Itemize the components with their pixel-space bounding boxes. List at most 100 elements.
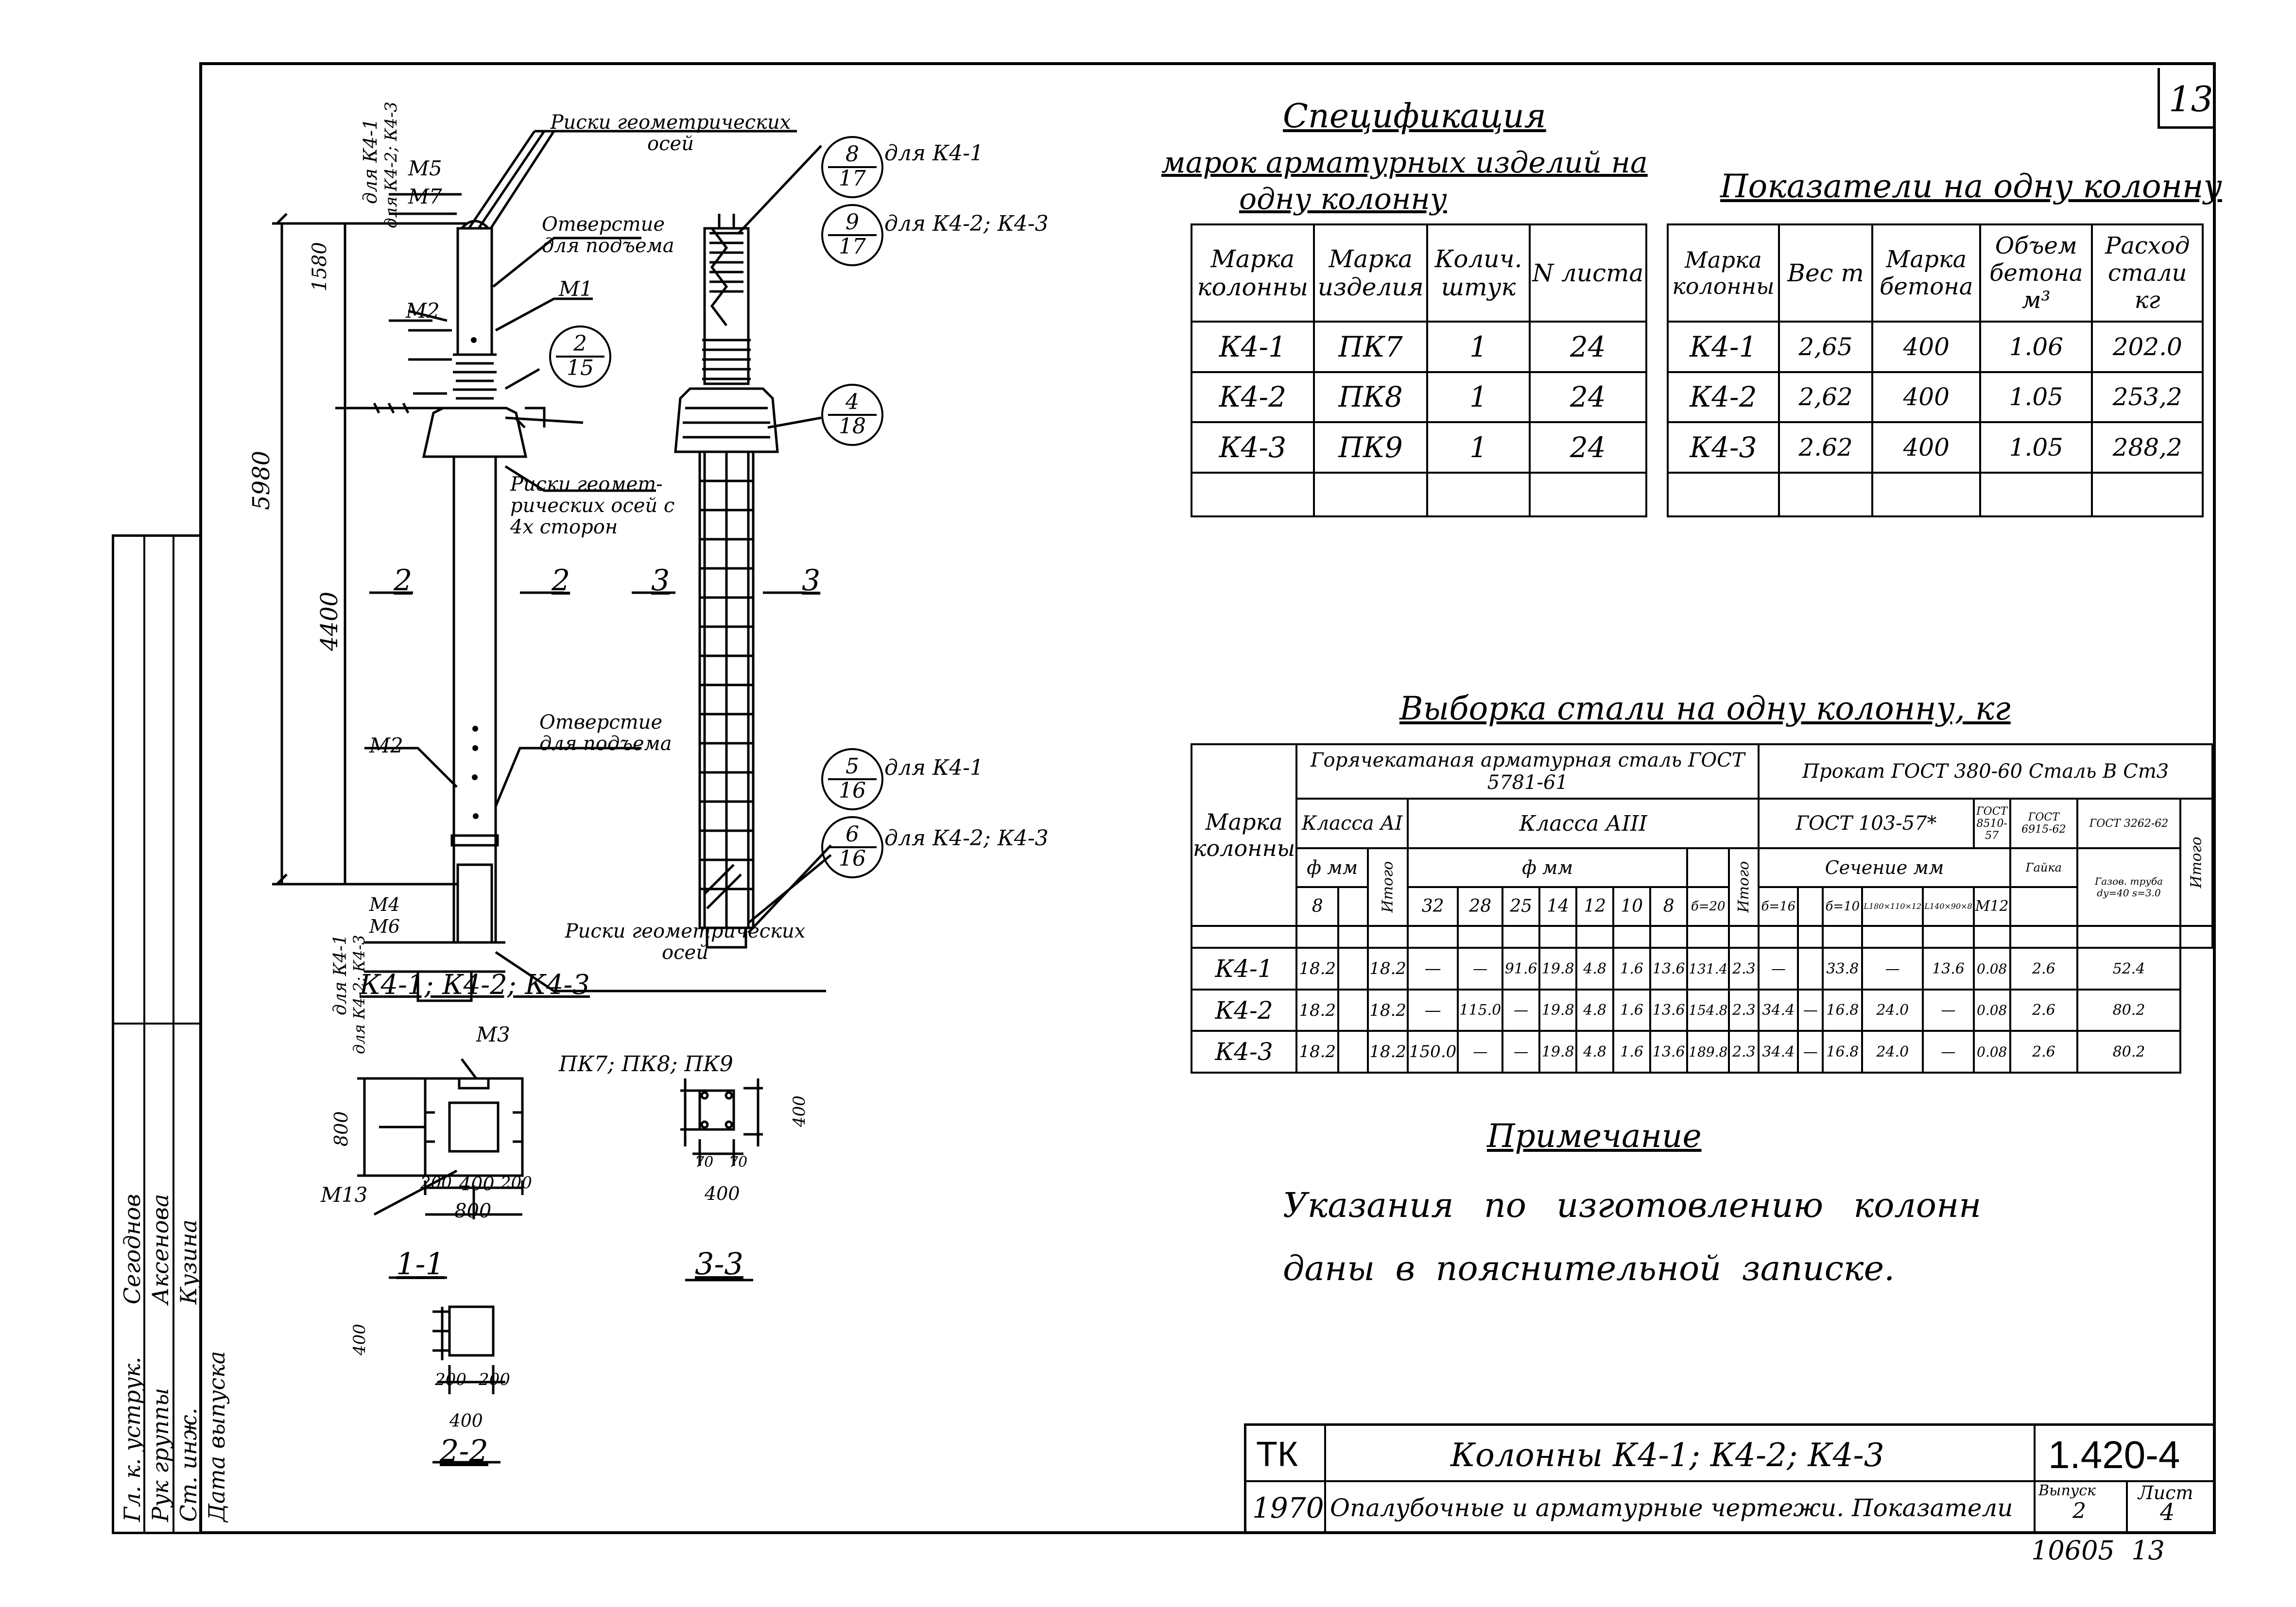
table-cell: — bbox=[1797, 1030, 1824, 1074]
table-cell: 2.6 bbox=[2009, 988, 2079, 1032]
dim-33-left: 70 bbox=[695, 1154, 714, 1171]
table-cell: К4-3 bbox=[1667, 421, 1780, 474]
stamp-names: Сегоднов Аксенова Кузина bbox=[118, 1042, 203, 1304]
steel-gaika-sub: М12 bbox=[1972, 886, 2011, 927]
table-cell: 18.2 bbox=[1367, 1030, 1409, 1074]
spec-subtitle-1: марок арматурных изделий на bbox=[1161, 146, 1648, 180]
table-cell: ПК9 bbox=[1312, 421, 1429, 474]
label-hole-top: Отверстие для подъема bbox=[542, 213, 674, 257]
table-row: К4-3 ПК9 1 24 bbox=[1191, 421, 1648, 474]
table-cell: 189.8 bbox=[1686, 1030, 1730, 1074]
callout-8-17: 8 17 bbox=[821, 136, 883, 198]
steel-truba: Газов. труба dy=40 s=3.0 bbox=[2076, 847, 2181, 927]
steel-phi-ai: ф мм bbox=[1295, 847, 1369, 889]
dim-4400: 4400 bbox=[316, 591, 343, 651]
dim-11-left: 200 bbox=[420, 1173, 452, 1193]
steel-sub: L180×110×12 bbox=[1861, 886, 1924, 927]
table-cell: К4-2 bbox=[1667, 371, 1780, 424]
cut-mark: 2 bbox=[394, 564, 413, 598]
table-cell: К4-1 bbox=[1190, 947, 1298, 991]
table-cell: 4.8 bbox=[1575, 988, 1615, 1032]
steel-phi-aiii: ф мм bbox=[1406, 847, 1689, 889]
for-k41-bot: для К4-1 bbox=[330, 934, 350, 1015]
section-2-2: 2-2 bbox=[440, 1433, 488, 1469]
steel-sub: 14 bbox=[1538, 886, 1578, 927]
tb-sheet: 4 bbox=[2160, 1499, 2175, 1526]
table-cell: — bbox=[1406, 947, 1459, 991]
table-cell: ПК8 bbox=[1312, 371, 1429, 424]
corner-number: 13 bbox=[2169, 79, 2213, 120]
tb-sheet-label: Лист bbox=[2138, 1482, 2193, 1504]
label-hole-bottom: Отверстие для подъема bbox=[539, 711, 672, 755]
steel-title: Выборка стали на одну колонну, кг bbox=[1399, 690, 2011, 727]
table-cell: 13.6 bbox=[1922, 947, 1975, 991]
steel-group-rolled: Прокат ГОСТ 380-60 Сталь В Ст3 bbox=[1758, 743, 2213, 800]
table-cell: 19.8 bbox=[1538, 1030, 1578, 1074]
ind-header: Расход стали кг bbox=[2091, 223, 2204, 323]
callout-top: 6 bbox=[846, 822, 859, 847]
steel-gaika: Гайка bbox=[2009, 847, 2079, 889]
table-cell: — bbox=[1758, 947, 1799, 991]
table-cell: 13.6 bbox=[1649, 988, 1689, 1032]
tb-issue: 2 bbox=[2072, 1499, 2086, 1523]
table-row: К4-3 18.2 18.2 150.0 — — 19.8 4.8 1.6 13… bbox=[1190, 1030, 2212, 1074]
table-cell: 0.08 bbox=[1972, 1030, 2011, 1074]
steel-gost-103: ГОСТ 103-57* bbox=[1758, 797, 1975, 850]
spec-header: Марка колонны bbox=[1191, 223, 1315, 323]
stamp-name: Аксенова bbox=[147, 1194, 173, 1304]
table-cell: 1 bbox=[1426, 321, 1531, 373]
steel-sub: 32 bbox=[1406, 886, 1459, 927]
ind-header: Вес т bbox=[1778, 223, 1874, 323]
dim-total: 5980 bbox=[248, 450, 275, 510]
table-cell: 4.8 bbox=[1575, 947, 1615, 991]
spec-table: Марка колонны Марка изделия Колич. штук … bbox=[1191, 223, 1648, 517]
steel-sub: б=10 bbox=[1822, 886, 1864, 927]
ind-header: Марка бетона bbox=[1871, 223, 1982, 323]
spec-subtitle-2: одну колонну bbox=[1239, 182, 1447, 216]
table-cell: 19.8 bbox=[1538, 988, 1578, 1032]
table-cell: 16.8 bbox=[1822, 988, 1864, 1032]
steel-sub: б=20 bbox=[1686, 886, 1730, 927]
table-cell: 91.6 bbox=[1502, 947, 1541, 991]
callout-2-15: 2 15 bbox=[549, 325, 611, 388]
callout-bottom: 16 bbox=[839, 846, 866, 871]
table-cell: — bbox=[1502, 988, 1541, 1032]
table-cell: 2.3 bbox=[1728, 947, 1760, 991]
table-cell: 2,65 bbox=[1778, 321, 1874, 373]
table-cell: 0.08 bbox=[1972, 947, 2011, 991]
pk-label: ПК7; ПК8; ПК9 bbox=[559, 1052, 733, 1077]
dim-11-right: 200 bbox=[501, 1173, 532, 1193]
table-cell: 18.2 bbox=[1367, 947, 1409, 991]
table-cell: — bbox=[1861, 947, 1924, 991]
callout-9-17: 9 17 bbox=[821, 204, 883, 266]
table-cell: 1 bbox=[1426, 371, 1531, 424]
section-1-1: 1-1 bbox=[396, 1246, 445, 1282]
callout-bottom: 17 bbox=[839, 166, 866, 191]
note-line-2: даны в пояснительной записке. bbox=[1283, 1248, 1895, 1288]
table-cell: — bbox=[1797, 988, 1824, 1032]
stamp-role: Гл. к. уструк. bbox=[119, 1357, 145, 1522]
callout-bottom: 18 bbox=[839, 414, 866, 439]
steel-sub: 8 bbox=[1649, 886, 1689, 927]
indicators-title: Показатели на одну колонну bbox=[1720, 168, 2222, 205]
table-cell: 24 bbox=[1528, 321, 1648, 373]
dim-1580: 1580 bbox=[309, 242, 331, 291]
table-cell: 33.8 bbox=[1822, 947, 1864, 991]
table-cell: 1.6 bbox=[1612, 988, 1652, 1032]
table-row: К4-2 2,62 400 1.05 253,2 bbox=[1667, 371, 2204, 424]
steel-sub: 10 bbox=[1612, 886, 1652, 927]
table-cell: — bbox=[1502, 1030, 1541, 1074]
dim-11-height: 800 bbox=[330, 1111, 352, 1146]
table-cell: 13.6 bbox=[1649, 1030, 1689, 1074]
corner-number-box: 13 bbox=[2158, 68, 2214, 129]
callout-4-18: 4 18 bbox=[821, 384, 883, 446]
table-cell: К4-1 bbox=[1667, 321, 1780, 373]
drawing-frame bbox=[199, 62, 2216, 1534]
note-title: Примечание bbox=[1487, 1117, 1702, 1155]
steel-itogo-rolled: Итого bbox=[2180, 798, 2212, 926]
dim-33-right: 70 bbox=[729, 1154, 748, 1171]
table-cell: 2,62 bbox=[1778, 371, 1874, 424]
label-risks-bottom: Риски геометрических осей bbox=[565, 920, 806, 964]
table-cell bbox=[1337, 947, 1369, 991]
title-block: ТК Колонны К4-1; К4-2; К4-3 1.420-4 1970… bbox=[1244, 1423, 2213, 1534]
